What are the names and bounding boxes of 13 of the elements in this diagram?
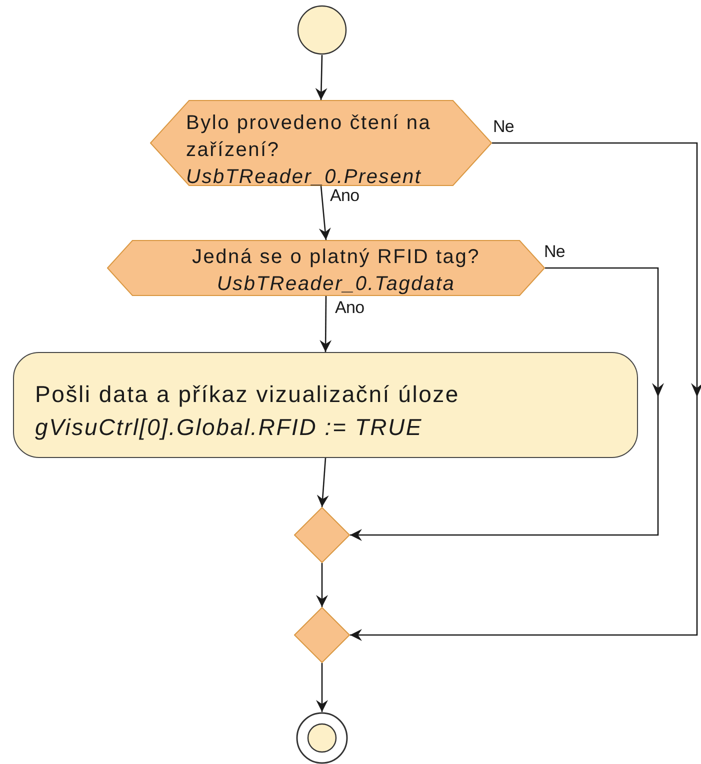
node-text: Jedná se o platný RFID tag? [192,245,480,270]
variable-expression: UsbTReader_0.Tagdata [216,272,456,297]
decision-hexagon [107,240,545,296]
variable-expression: UsbTReader_0.Present [186,165,422,189]
start-circle [297,5,347,55]
variable-expression: gVisuCtrl[0].Global.RFID := TRUE [35,413,423,442]
end-circle [296,712,348,764]
node-text: Bylo provedeno čtení na zařízení? [186,111,432,163]
merge-diamond [294,507,350,563]
action-box [13,352,638,458]
merge-diamond [294,607,350,663]
decision-hexagon [150,100,492,186]
node-text: Pošli data a příkaz vizualizační úloze [35,380,460,409]
